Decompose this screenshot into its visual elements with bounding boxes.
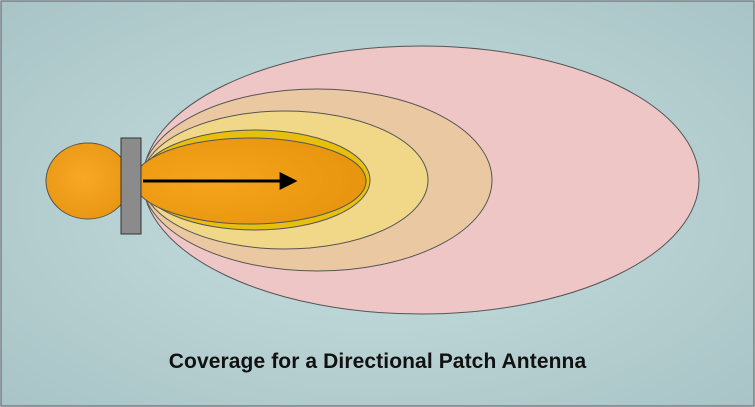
antenna-patch-icon	[121, 138, 141, 234]
diagram-caption: Coverage for a Directional Patch Antenna	[0, 350, 755, 374]
back-lobe	[46, 143, 130, 219]
